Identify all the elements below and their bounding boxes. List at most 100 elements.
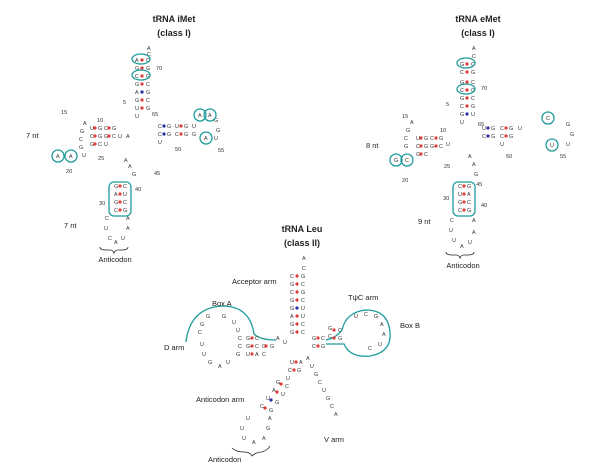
leu-variable-arm: A U G C U G C A bbox=[306, 356, 338, 418]
svg-text:G: G bbox=[570, 132, 574, 138]
svg-text:G: G bbox=[114, 200, 118, 206]
svg-text:G: G bbox=[460, 96, 464, 102]
svg-text:C: C bbox=[424, 152, 428, 158]
svg-text:C: C bbox=[404, 136, 408, 142]
emet-pos-5: 5 bbox=[446, 102, 449, 108]
svg-text:C: C bbox=[288, 368, 292, 374]
imet-anticodon-brace bbox=[99, 246, 129, 255]
imet-pos-20: 20 bbox=[66, 169, 72, 175]
svg-text:A: A bbox=[299, 360, 303, 366]
svg-text:A: A bbox=[255, 352, 259, 358]
svg-text:C: C bbox=[123, 184, 127, 190]
svg-text:G: G bbox=[216, 128, 220, 134]
svg-text:C: C bbox=[285, 384, 289, 390]
svg-text:G: G bbox=[509, 126, 513, 132]
imet-title: tRNA iMet bbox=[153, 14, 196, 24]
imet-pos-15: 15 bbox=[61, 110, 67, 116]
svg-text:G: G bbox=[312, 336, 316, 342]
imet-pos-70: 70 bbox=[156, 66, 162, 72]
svg-text:G: G bbox=[290, 282, 294, 288]
svg-text:C: C bbox=[262, 352, 266, 358]
svg-text:U: U bbox=[200, 342, 204, 348]
leu-v-arm-label: V arm bbox=[324, 435, 344, 444]
svg-text:U: U bbox=[232, 320, 236, 326]
svg-text:A: A bbox=[135, 90, 139, 96]
svg-text:U: U bbox=[460, 120, 464, 126]
svg-text:U: U bbox=[82, 153, 86, 159]
svg-text:U: U bbox=[240, 426, 244, 432]
svg-text:G: G bbox=[416, 152, 420, 158]
imet-class-label: (class I) bbox=[157, 28, 191, 38]
svg-text:A: A bbox=[198, 113, 202, 119]
imet-pos-5: 5 bbox=[123, 100, 126, 106]
svg-text:A: A bbox=[468, 154, 472, 160]
svg-text:C: C bbox=[364, 312, 368, 318]
svg-text:G: G bbox=[246, 336, 250, 342]
svg-text:C: C bbox=[158, 132, 162, 138]
svg-text:C: C bbox=[114, 208, 118, 214]
svg-text:A: A bbox=[268, 416, 272, 422]
svg-text:G: G bbox=[104, 134, 108, 140]
svg-text:G: G bbox=[467, 208, 471, 214]
svg-text:G: G bbox=[135, 98, 139, 104]
svg-text:G: G bbox=[90, 142, 94, 148]
svg-text:C: C bbox=[458, 184, 462, 190]
svg-text:U: U bbox=[550, 143, 554, 149]
svg-text:C: C bbox=[500, 134, 504, 140]
svg-text:C: C bbox=[368, 346, 372, 352]
svg-text:C: C bbox=[98, 142, 102, 148]
svg-text:A: A bbox=[56, 154, 60, 160]
svg-text:U: U bbox=[446, 142, 450, 148]
svg-text:C: C bbox=[330, 404, 334, 410]
svg-text:G: G bbox=[236, 352, 240, 358]
imet-pos-40: 40 bbox=[135, 187, 141, 193]
emet-anticodon-stem-highlight bbox=[452, 181, 476, 217]
svg-text:U: U bbox=[121, 236, 125, 242]
svg-text:A: A bbox=[114, 240, 118, 246]
svg-text:C: C bbox=[467, 200, 471, 206]
svg-text:G: G bbox=[430, 144, 434, 150]
svg-text:A: A bbox=[126, 134, 130, 140]
svg-text:G: G bbox=[321, 344, 325, 350]
svg-text:C: C bbox=[146, 82, 150, 88]
svg-text:G: G bbox=[424, 136, 428, 142]
svg-text:G: G bbox=[266, 426, 270, 432]
svg-text:C: C bbox=[450, 218, 454, 224]
svg-text:U: U bbox=[482, 126, 486, 132]
svg-text:G: G bbox=[135, 66, 139, 72]
svg-text:U: U bbox=[449, 228, 453, 234]
svg-text:G: G bbox=[290, 298, 294, 304]
svg-text:G: G bbox=[474, 172, 478, 178]
svg-text:C: C bbox=[482, 134, 486, 140]
svg-text:C: C bbox=[301, 282, 305, 288]
svg-text:C: C bbox=[439, 144, 443, 150]
svg-text:G: G bbox=[290, 322, 294, 328]
imet-anticodon-label: Anticodon bbox=[98, 255, 131, 264]
svg-text:G: G bbox=[98, 134, 102, 140]
svg-text:G: G bbox=[146, 106, 150, 112]
imet-pos-30: 30 bbox=[99, 201, 105, 207]
svg-text:C: C bbox=[290, 274, 294, 280]
svg-text:C: C bbox=[260, 404, 264, 410]
svg-text:U: U bbox=[354, 314, 358, 320]
svg-text:A: A bbox=[472, 46, 476, 52]
svg-text:U: U bbox=[322, 388, 326, 394]
emet-acceptor-highlight-1 bbox=[456, 57, 476, 69]
svg-text:C: C bbox=[460, 88, 464, 94]
leu-acceptor-arm-label: Acceptor arm bbox=[232, 277, 277, 286]
svg-text:C: C bbox=[546, 116, 550, 122]
svg-text:G: G bbox=[297, 368, 301, 374]
svg-text:G: G bbox=[374, 314, 378, 320]
svg-text:G: G bbox=[406, 128, 410, 134]
emet-tpsic-highlight-b bbox=[545, 138, 559, 152]
svg-text:A: A bbox=[276, 336, 280, 342]
emet-pos-65: 65 bbox=[478, 122, 484, 128]
emet-acceptor-highlight-2 bbox=[456, 83, 476, 95]
svg-text:U: U bbox=[458, 192, 462, 198]
leu-box-b-highlight bbox=[325, 309, 391, 357]
svg-text:A: A bbox=[410, 120, 414, 126]
svg-text:A: A bbox=[262, 436, 266, 442]
